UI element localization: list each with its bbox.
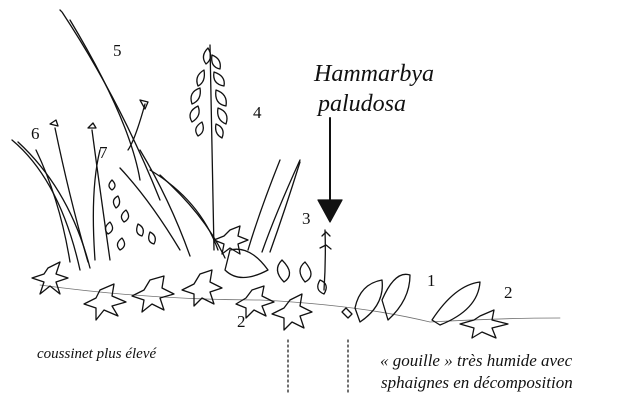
- number-label-5: 5: [113, 42, 122, 59]
- number-label-7: 7: [99, 144, 108, 161]
- number-label-6: 6: [31, 125, 40, 142]
- arrow-pointer: [318, 118, 342, 222]
- orchid-spike-4: [190, 45, 227, 250]
- rosettes-2: [32, 226, 508, 338]
- number-label-2-left: 2: [237, 313, 246, 330]
- hammarbya-plant-3: [277, 230, 331, 294]
- species-label-line2: paludosa: [318, 92, 406, 116]
- number-label-4: 4: [253, 104, 262, 121]
- caption-wet-hollow-line1: « gouille » très humide avec: [380, 352, 572, 369]
- caption-raised-cushion: coussinet plus élevé: [37, 347, 156, 362]
- species-label-line1: Hammarbya: [314, 62, 434, 86]
- flower-stems-6-7: [50, 100, 148, 262]
- number-label-2-right: 2: [504, 284, 513, 301]
- number-label-3: 3: [302, 210, 311, 227]
- number-label-1: 1: [427, 272, 436, 289]
- grass-blades: [12, 140, 300, 270]
- caption-wet-hollow-line2: sphaignes en décomposition: [381, 374, 573, 391]
- dotted-separators: [288, 340, 348, 395]
- leafy-shrub-7: [105, 180, 155, 250]
